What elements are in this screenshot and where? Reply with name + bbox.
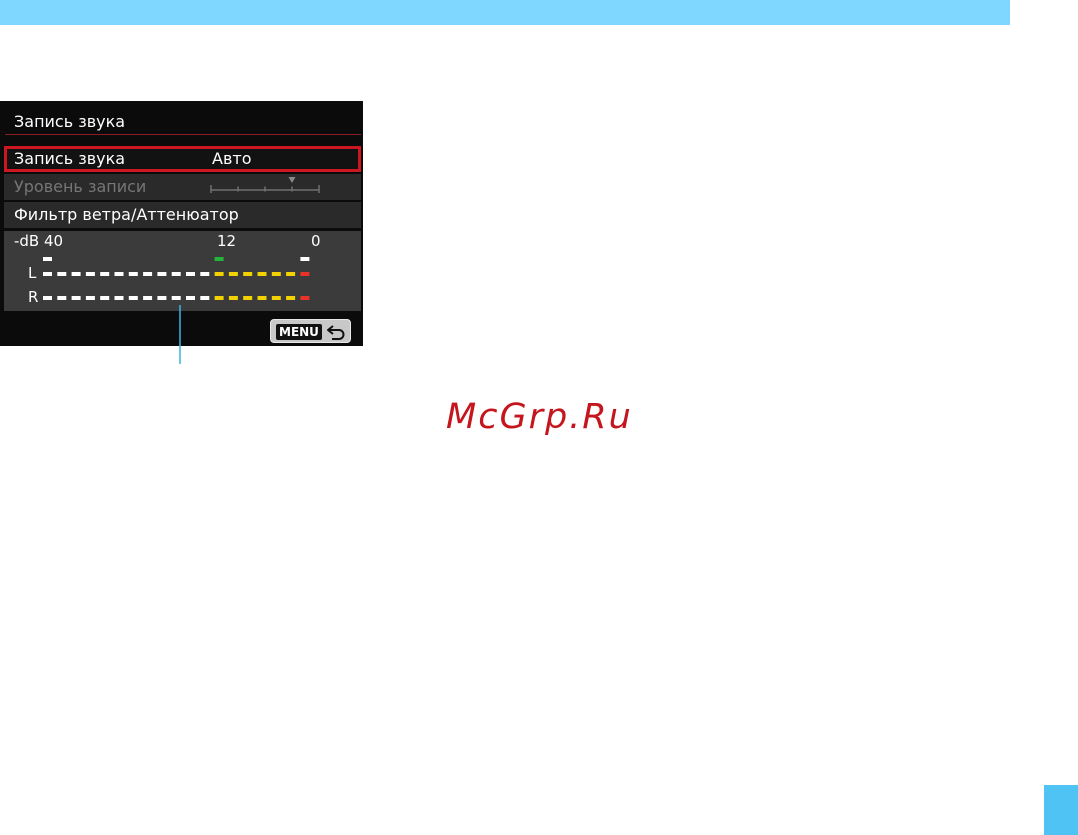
title-divider	[5, 134, 361, 135]
down-triangle-icon	[289, 177, 296, 183]
meter-segment-right	[72, 296, 81, 300]
meter-segment-left	[57, 272, 66, 276]
menu-item-label: Фильтр ветра/Аттенюатор	[14, 205, 239, 224]
meter-segment-left	[200, 272, 209, 276]
meter-segment-left	[243, 272, 252, 276]
meter-segment-right	[86, 296, 95, 300]
meter-segment-right	[258, 296, 267, 300]
meter-segment-right	[143, 296, 152, 300]
meter-segment-right	[186, 296, 195, 300]
meter-segment-right	[100, 296, 109, 300]
meter-segment-left	[157, 272, 166, 276]
meter-segment-right	[43, 296, 52, 300]
meter-segment-left	[215, 272, 224, 276]
meter-segment-left	[300, 272, 309, 276]
meter-segment-left	[286, 272, 295, 276]
meter-segment-right	[129, 296, 138, 300]
menu-item-label: Уровень записи	[14, 177, 146, 196]
meter-segment-right	[286, 296, 295, 300]
meter-segment-right	[300, 296, 309, 300]
recording-level-scale	[209, 176, 321, 196]
menu-item-value: Авто	[212, 149, 251, 168]
meter-segment-right	[243, 296, 252, 300]
return-arrow-icon	[327, 323, 347, 341]
menu-item-sound-recording[interactable]: Запись звука Авто	[4, 146, 361, 172]
meter-segment-left	[86, 272, 95, 276]
meter-segment-right	[172, 296, 181, 300]
meter-segment-right	[200, 296, 209, 300]
meter-mark-12	[215, 257, 224, 261]
meter-segment-right	[157, 296, 166, 300]
menu-item-label: Запись звука	[14, 149, 125, 168]
menu-button-label: MENU	[276, 324, 322, 340]
meter-segment-left	[129, 272, 138, 276]
page-header-bar	[0, 0, 1010, 25]
meter-segment-right	[57, 296, 66, 300]
watermark-text: McGrp.Ru	[446, 397, 633, 437]
menu-back-button[interactable]: MENU	[270, 319, 351, 343]
meter-segment-left	[229, 272, 238, 276]
meter-segment-left	[143, 272, 152, 276]
meter-segment-left	[172, 272, 181, 276]
screen-title: Запись звука	[14, 112, 125, 132]
meter-mark-40	[43, 257, 52, 261]
meter-segment-left	[115, 272, 124, 276]
meter-segment-right	[229, 296, 238, 300]
menu-item-recording-level[interactable]: Уровень записи	[4, 174, 361, 200]
meter-mark-0	[300, 257, 309, 261]
camera-menu-screen: Запись звука Запись звука Авто Уровень з…	[0, 101, 363, 346]
meter-segment-left	[258, 272, 267, 276]
meter-segment-left	[100, 272, 109, 276]
meter-segment-right	[215, 296, 224, 300]
meter-segment-left	[43, 272, 52, 276]
meter-segment-right	[272, 296, 281, 300]
audio-level-meter: -dB 40 12 0 L R	[4, 231, 361, 311]
page-corner-tab	[1044, 785, 1078, 835]
menu-item-wind-filter-attenuator[interactable]: Фильтр ветра/Аттенюатор	[4, 202, 361, 228]
meter-bars	[4, 231, 361, 311]
meter-segment-left	[272, 272, 281, 276]
meter-segment-left	[72, 272, 81, 276]
meter-segment-right	[115, 296, 124, 300]
meter-segment-left	[186, 272, 195, 276]
